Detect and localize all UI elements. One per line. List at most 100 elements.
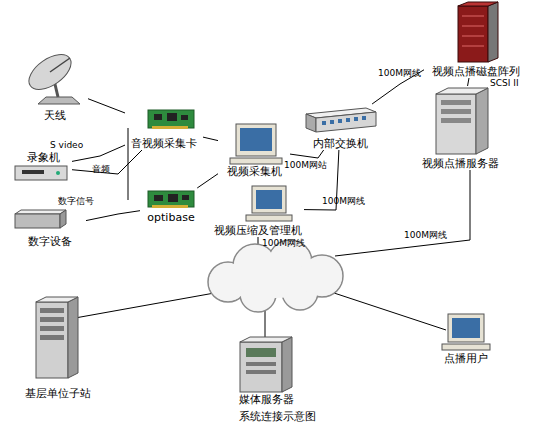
- device-node: 基层单位子站: [20, 294, 96, 400]
- capture-card-icon: [148, 110, 194, 129]
- monitor-screen: [240, 128, 272, 151]
- device-label: 音视频采集卡: [131, 137, 197, 150]
- device-node: 媒体服务器: [228, 334, 304, 406]
- pc-base: [246, 215, 292, 221]
- cable-label: 100M网站: [284, 160, 327, 171]
- device-node: 点播用户: [436, 310, 496, 365]
- network-wire: [335, 170, 470, 256]
- server-bay: [441, 109, 471, 114]
- card-connector: [152, 205, 188, 208]
- server-side: [282, 337, 292, 392]
- device-node: optibase: [140, 188, 202, 224]
- monitor-screen: [256, 190, 282, 209]
- monitor-body: [448, 314, 484, 342]
- vcr-body: [15, 166, 67, 180]
- cable-label: SCSI II: [490, 78, 519, 89]
- vcr-icon: [15, 166, 67, 180]
- server-icon: [436, 88, 488, 154]
- device-node: 视频采集机: [218, 120, 290, 178]
- cable-label: S video: [50, 140, 83, 151]
- server-bay: [441, 118, 471, 123]
- device-node: 内部交换机: [300, 104, 380, 150]
- antenna-icon: [23, 48, 80, 104]
- digital-device-icon: [15, 210, 66, 228]
- figure-caption: 系统连接示意图: [0, 410, 554, 423]
- switch-port: [330, 120, 334, 124]
- device-label: 视频点播磁盘阵列: [432, 65, 520, 78]
- disk-array-icon: [458, 2, 498, 62]
- monitor-body: [252, 186, 286, 213]
- cable-label: 100M网线: [322, 196, 365, 207]
- monitor-icon: [230, 124, 282, 164]
- array-top: [458, 2, 498, 6]
- network-wire: [75, 292, 220, 318]
- array-bay: [462, 16, 484, 17]
- cable-line: [203, 137, 218, 141]
- card-board: [148, 191, 194, 207]
- server-icon: [36, 297, 78, 378]
- vcr-slot: [22, 170, 44, 174]
- server-top: [240, 337, 292, 342]
- server-side: [68, 297, 78, 378]
- antenna-feed: [50, 58, 70, 72]
- monitor-screen: [452, 318, 480, 338]
- device-side: [60, 210, 66, 228]
- device-label: 视频压缩及管理机: [214, 224, 302, 237]
- server-bay: [40, 317, 64, 322]
- device-label: optibase: [147, 211, 194, 224]
- device-label: 点播用户: [444, 352, 488, 365]
- device-label: 视频点播服务器: [422, 157, 499, 170]
- antenna-base: [38, 97, 80, 104]
- device-label: 内部交换机: [313, 137, 368, 150]
- switch-port: [362, 116, 366, 120]
- network-cloud: [208, 240, 343, 312]
- device-node: 天线: [22, 50, 88, 122]
- cable-label: 100M网线: [404, 230, 447, 241]
- pc-base: [230, 158, 282, 164]
- server-top: [436, 88, 488, 94]
- cable-line: [197, 174, 218, 188]
- device-node: 视频压缩及管理机: [212, 181, 304, 237]
- server-bay: [246, 370, 276, 374]
- device-label: 天线: [44, 109, 66, 122]
- server-icon: [240, 337, 292, 392]
- cable-line: [468, 78, 469, 86]
- card-board: [148, 110, 194, 128]
- card-chip: [154, 114, 162, 120]
- cable-label: 数字信号: [58, 196, 94, 207]
- switch-port: [354, 117, 358, 121]
- card-chip: [168, 194, 178, 202]
- switch-front: [316, 112, 376, 132]
- pc-base: [442, 344, 490, 350]
- device-node: 视频点播磁盘阵列: [424, 0, 528, 78]
- device-node: 音视频采集卡: [125, 106, 203, 150]
- device-label: 媒体服务器: [239, 393, 294, 406]
- monitor-icon: [246, 186, 292, 221]
- card-chip: [182, 195, 189, 200]
- monitor-body: [236, 124, 276, 156]
- card-chip: [181, 115, 188, 120]
- device-top: [15, 210, 66, 214]
- device-node: 数字设备: [14, 208, 86, 248]
- array-side: [488, 2, 498, 62]
- cable-line: [72, 150, 142, 174]
- device-label: 视频采集机: [227, 165, 282, 178]
- server-bay: [441, 100, 471, 105]
- server-panel: [246, 348, 276, 357]
- array-bay: [462, 46, 484, 47]
- array-front: [458, 6, 488, 62]
- antenna-dish: [23, 48, 77, 97]
- optibase-card-icon: [148, 191, 194, 208]
- cable-line: [88, 99, 125, 113]
- server-bay: [40, 326, 64, 331]
- switch-side: [306, 114, 316, 132]
- vcr-led: [56, 171, 60, 175]
- cable-line: [290, 150, 324, 158]
- device-label: 录象机: [27, 151, 60, 164]
- monitor-icon: [442, 314, 490, 350]
- server-top: [36, 297, 78, 302]
- cable-label: 100M网线: [378, 68, 421, 79]
- card-connector: [152, 126, 188, 129]
- server-front: [36, 302, 68, 378]
